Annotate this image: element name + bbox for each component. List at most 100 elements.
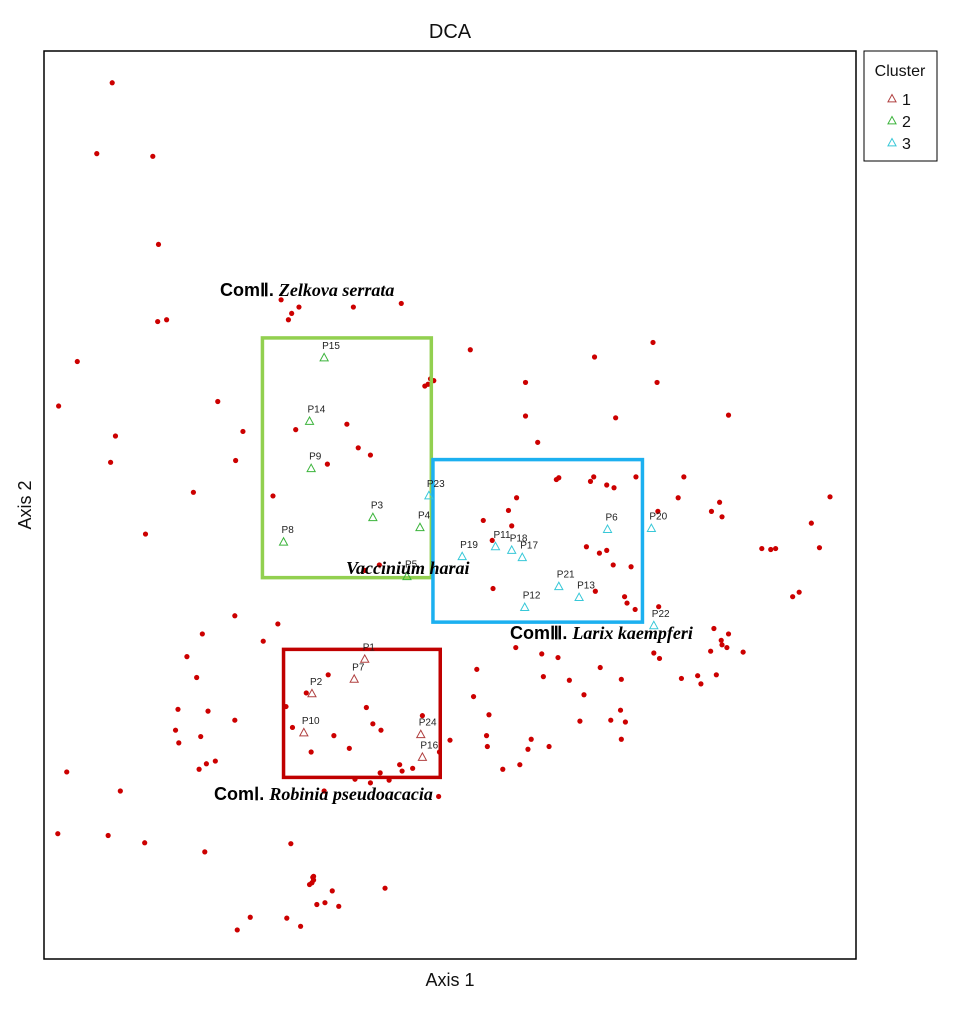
species-point [525,746,531,752]
species-point [175,706,181,712]
species-point [410,765,416,771]
site-marker [519,602,530,612]
species-point [190,489,197,495]
community-species: Robinia pseudoacacia [268,784,433,804]
species-point [344,421,350,427]
species-point [74,358,80,365]
site-label: P9 [309,452,322,463]
species-point [675,495,681,501]
species-point [232,613,238,619]
species-point [232,717,238,723]
species-point [270,493,276,499]
site-marker [278,536,289,546]
site-label: P4 [418,511,431,522]
site-marker [490,541,501,551]
species-point [566,677,572,683]
species-point [490,585,496,592]
site-marker [648,620,659,630]
site-label: P11 [493,530,510,541]
species-points [55,80,833,933]
site-marker [602,523,613,533]
species-point [184,654,190,660]
species-point [535,439,541,445]
site-label: P23 [427,479,445,490]
y-axis-label: Axis 2 [15,480,35,529]
species-point [105,832,111,839]
species-point [725,631,732,637]
species-point [399,768,405,774]
site-marker [415,522,425,532]
species-point [397,762,403,768]
species-point [597,664,603,671]
species-point [522,379,529,386]
species-point [622,719,628,725]
species-point [480,517,486,524]
species-point [581,692,587,698]
species-point [555,654,561,661]
species-point [486,712,492,718]
species-point [306,881,313,888]
species-point [592,588,598,594]
site-label: P19 [460,540,478,551]
species-point [367,780,374,786]
site-label: P12 [523,591,541,602]
species-point [724,644,730,651]
species-point [768,546,774,553]
species-point [155,241,162,248]
species-point [725,412,732,418]
community-label: ComⅡ. Zelkova serrata [220,280,394,300]
species-point [55,831,61,837]
species-point [331,733,337,739]
site-label: P22 [652,609,670,620]
plot-frame [43,50,857,960]
species-point [773,545,779,552]
species-point [718,637,724,643]
site-marker [359,653,370,663]
species-point [199,631,205,637]
species-point [64,769,70,775]
species-point [289,310,295,317]
site-label: P20 [649,512,667,523]
species-point [698,681,704,687]
species-point [632,606,638,613]
site-marker [298,727,309,737]
site-label: P1 [363,642,376,653]
legend-label: 3 [902,136,911,153]
species-point [474,666,480,672]
species-point [367,452,374,458]
legend-label: 1 [902,92,911,109]
species-point [336,903,342,909]
site-marker [306,463,317,473]
species-point [247,914,253,920]
site-marker [574,592,585,602]
community-label: ComⅢ. Larix kaempferi [510,623,693,643]
species-point [513,644,519,651]
species-point [398,300,404,307]
species-point [708,648,714,654]
species-point [284,915,290,921]
species-point [681,474,687,480]
species-point [808,520,814,526]
species-point [539,651,545,657]
legend-label: 2 [902,114,911,131]
species-point [94,151,100,157]
species-point [522,413,529,419]
species-point [790,594,796,600]
species-point [376,562,382,568]
species-point [436,793,442,800]
species-point [513,495,520,501]
species-point [509,523,515,529]
species-point [260,638,266,644]
species-point [591,474,597,480]
species-point [382,885,388,891]
community-number: ComⅡ. [220,280,279,300]
species-point [202,849,208,855]
species-point [447,737,453,743]
species-point [172,727,179,733]
species-point [713,672,719,678]
species-point [240,428,246,435]
species-point [56,403,62,409]
species-point [378,727,384,733]
species-point [377,770,383,776]
